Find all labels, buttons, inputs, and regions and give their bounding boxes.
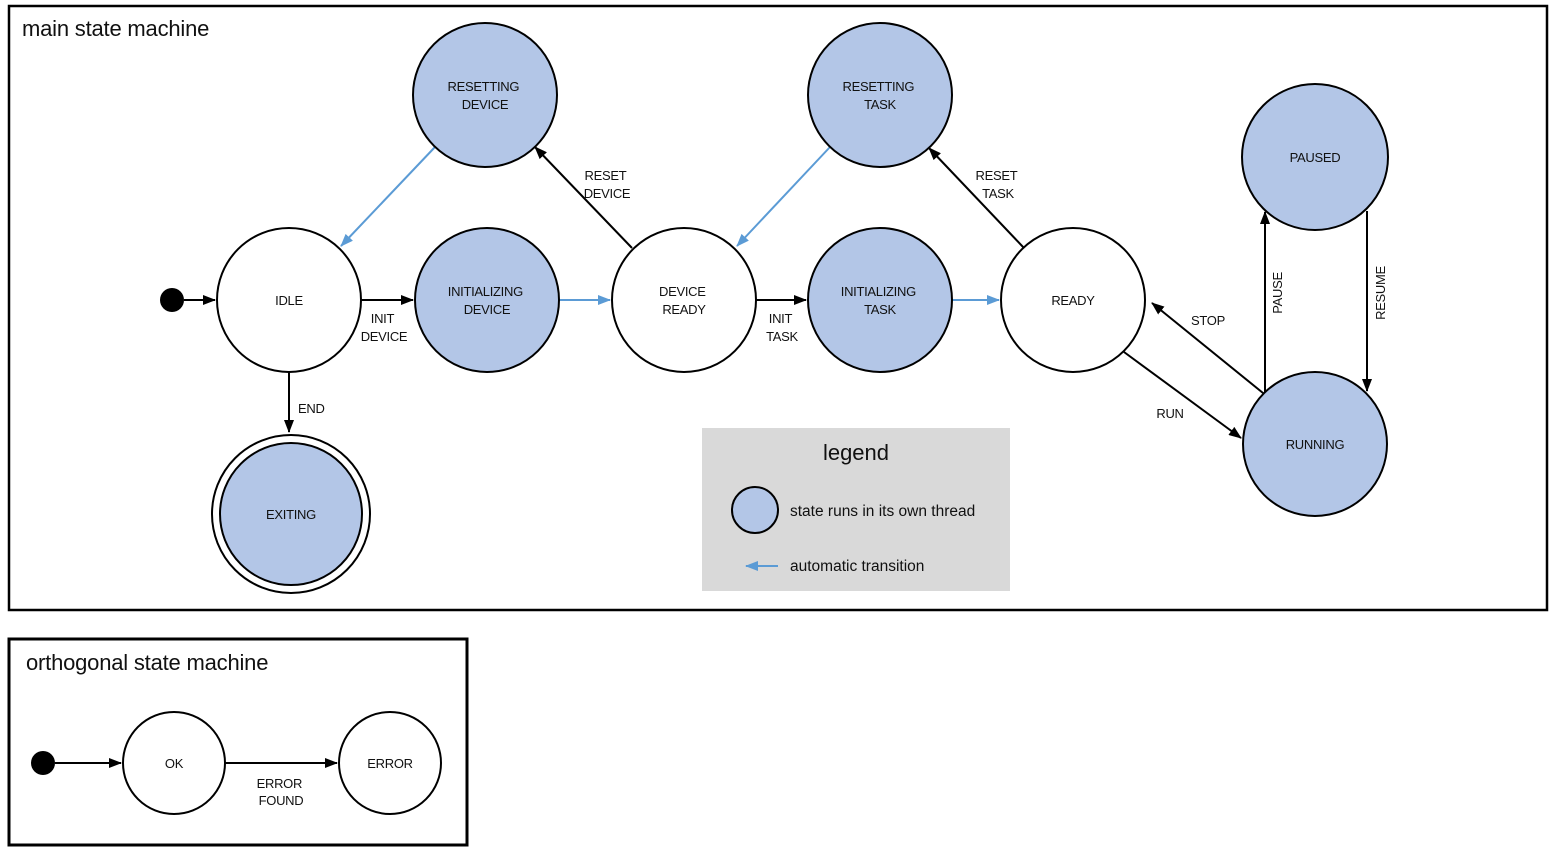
state-resetting-task-label: RESETTING TASK bbox=[842, 79, 917, 112]
transition-reset-task bbox=[928, 147, 1025, 249]
state-exiting-label: EXITING bbox=[266, 507, 316, 522]
orthogonal-initial-state-marker bbox=[31, 751, 55, 775]
state-error-label: ERROR bbox=[367, 756, 412, 771]
initial-state-marker bbox=[160, 288, 184, 312]
state-running bbox=[1242, 371, 1388, 517]
label-run: RUN bbox=[1156, 406, 1183, 421]
state-paused bbox=[1241, 83, 1389, 231]
label-resume: RESUME bbox=[1373, 265, 1388, 319]
state-ok-label: OK bbox=[165, 756, 184, 771]
label-init-device: INIT DEVICE bbox=[361, 311, 408, 344]
state-initializing-task-label: INITIALIZING TASK bbox=[841, 284, 919, 317]
state-ready-label: READY bbox=[1051, 293, 1095, 308]
state-initializing-device-label: INITIALIZING DEVICE bbox=[448, 284, 526, 317]
legend-thread-state-icon bbox=[731, 486, 779, 534]
state-resetting-task bbox=[807, 22, 953, 168]
state-device-ready-label: DEVICE READY bbox=[659, 284, 709, 317]
label-pause: PAUSE bbox=[1270, 272, 1285, 314]
state-exiting bbox=[219, 442, 363, 586]
orthogonal-machine-title: orthogonal state machine bbox=[26, 650, 268, 675]
state-idle-label: IDLE bbox=[275, 293, 303, 308]
state-resetting-device bbox=[412, 22, 558, 168]
state-device-ready bbox=[611, 227, 757, 373]
state-ready bbox=[1000, 227, 1146, 373]
state-paused-label: PAUSED bbox=[1290, 150, 1341, 165]
state-error bbox=[338, 711, 442, 815]
state-running-label: RUNNING bbox=[1286, 437, 1345, 452]
label-reset-device: RESET DEVICE bbox=[584, 168, 631, 201]
label-error-found: ERROR FOUND bbox=[257, 776, 306, 808]
label-end: END bbox=[298, 401, 325, 416]
auto-transition-resetting-task-to-device-ready bbox=[736, 146, 831, 247]
state-idle bbox=[216, 227, 362, 373]
state-initializing-device bbox=[414, 227, 560, 373]
auto-transition-resetting-device-to-idle bbox=[340, 146, 436, 247]
transition-stop bbox=[1151, 302, 1264, 394]
state-resetting-device-label: RESETTING DEVICE bbox=[447, 79, 522, 112]
transition-reset-device bbox=[534, 146, 633, 249]
state-initializing-task bbox=[807, 227, 953, 373]
legend-title: legend bbox=[823, 440, 889, 465]
label-reset-task: RESET TASK bbox=[976, 168, 1021, 201]
legend-thread-state-label: state runs in its own thread bbox=[790, 503, 975, 520]
transition-run bbox=[1123, 351, 1242, 439]
main-machine-title: main state machine bbox=[22, 16, 209, 41]
legend-auto-transition-label: automatic transition bbox=[790, 558, 924, 575]
label-init-task: INIT TASK bbox=[766, 311, 798, 344]
label-stop: STOP bbox=[1191, 313, 1225, 328]
